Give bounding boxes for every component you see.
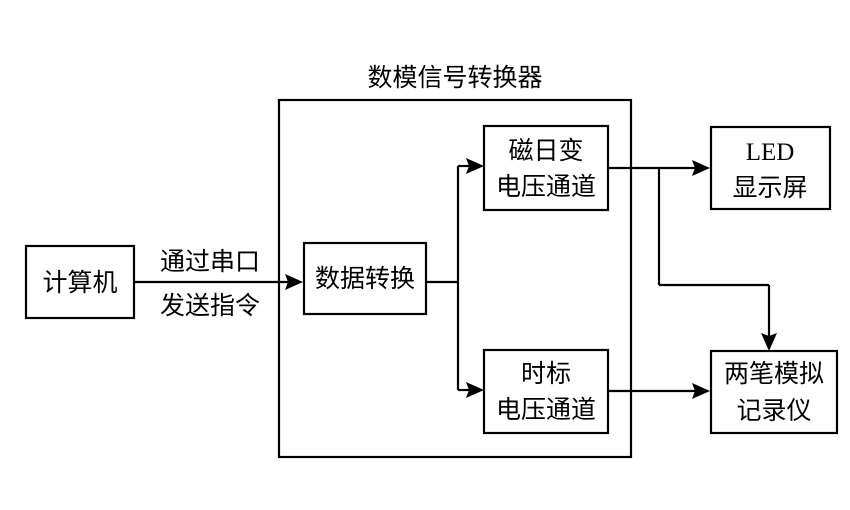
- data-convert-box: [302, 241, 428, 316]
- branch-to-mag-arrowhead: [466, 158, 484, 174]
- recorder-line2: 记录仪: [736, 396, 811, 425]
- computer-to-convert-arrowhead: [285, 274, 303, 290]
- led-display-box: [709, 125, 832, 211]
- time-channel-line2: 电压通道: [496, 395, 596, 424]
- branch-to-time-arrowhead: [466, 382, 484, 398]
- time-to-recorder-arrowhead: [692, 383, 710, 399]
- link-label-line1: 通过串口: [160, 247, 260, 276]
- led-display-line1: LED: [746, 139, 795, 166]
- mag-channel-line1: 磁日变: [508, 136, 583, 165]
- mag-channel-line2: 电压通道: [496, 172, 596, 201]
- mag-to-led-arrowhead: [692, 160, 710, 176]
- time-channel-line1: 时标: [521, 359, 571, 388]
- link-label-line2: 发送指令: [160, 291, 260, 320]
- computer-label: 计算机: [42, 268, 117, 297]
- recorder-box: [709, 349, 839, 435]
- mag-to-recorder-arrowhead: [761, 333, 777, 351]
- converter-group-frame: [277, 98, 633, 459]
- data-convert-label: 数据转换: [315, 264, 415, 293]
- led-display-line2: 显示屏: [732, 173, 807, 202]
- recorder-line1: 两笔模拟: [724, 359, 824, 388]
- converter-group-title: 数模信号转换器: [367, 63, 542, 92]
